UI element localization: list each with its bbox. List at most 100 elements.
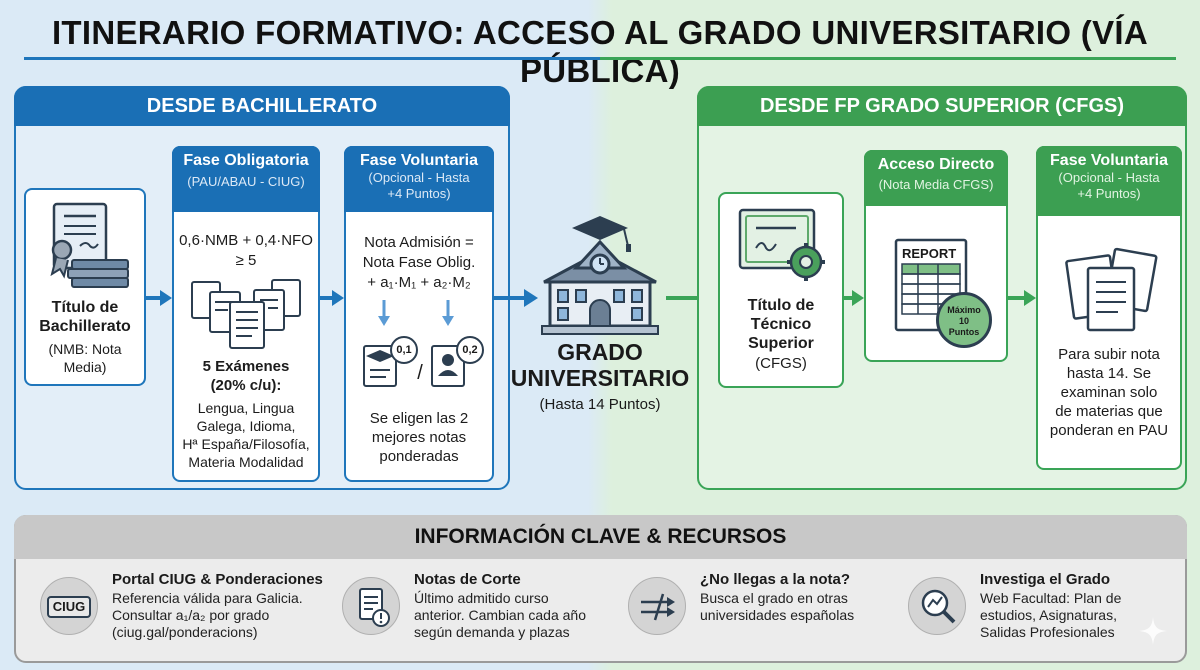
grado-subtitle: (Hasta 14 Puntos) bbox=[539, 396, 661, 413]
resource-line: Busca el grado en otras bbox=[700, 590, 848, 606]
fase-obligatoria-heading: Fase Obligatoria bbox=[183, 152, 309, 169]
resource-investiga: Investiga el Grado Web Facultad: Plan de… bbox=[908, 571, 1168, 655]
down-arrow-icon bbox=[442, 300, 454, 326]
bachillerato-header: DESDE BACHILLERATO bbox=[14, 86, 510, 126]
cfgs-voluntaria-note-line: ponderan en PAU bbox=[1049, 422, 1169, 439]
acceso-directo-sub: (Nota Media CFGS) bbox=[878, 177, 994, 192]
fase-voluntaria-cfgs-sub1: (Opcional - Hasta bbox=[1058, 170, 1160, 185]
titulo-bachillerato-line2: Bachillerato bbox=[39, 318, 131, 335]
nmb-note-line1: (NMB: Nota bbox=[48, 341, 122, 357]
arrow-right-icon bbox=[146, 290, 172, 306]
stacked-documents-icon bbox=[1065, 247, 1158, 332]
diploma-books-icon bbox=[50, 202, 129, 288]
cfgs-voluntaria-note-line: examinan solo bbox=[1060, 384, 1158, 401]
resource-notas-corte: Notas de Corte Último admitido curso ant… bbox=[342, 571, 622, 655]
cfgs-voluntaria-note-line: hasta 14. Se bbox=[1066, 365, 1152, 382]
arrow-right-icon bbox=[320, 290, 344, 306]
document-alert-svg bbox=[359, 588, 390, 627]
fase-voluntaria-bach-sub2: +4 Puntos) bbox=[387, 186, 451, 201]
grado-title-line1: GRADO bbox=[557, 339, 643, 365]
resource-line: Web Facultad: Plan de bbox=[980, 590, 1122, 606]
acceso-directo-head: Acceso Directo (Nota Media CFGS) bbox=[864, 150, 1008, 206]
titulo-bachillerato-line1: Título de bbox=[51, 299, 119, 316]
fase-obligatoria-box: Fase Obligatoria (PAU/ABAU - CIUG) 0,6·N… bbox=[172, 146, 320, 482]
resource-line: Referencia válida para Galicia. bbox=[112, 590, 303, 606]
fase-voluntaria-cfgs-heading: Fase Voluntaria bbox=[1050, 152, 1168, 169]
obligatoria-formula-line2: ≥ 5 bbox=[235, 252, 257, 269]
mejores-notas-line: Se eligen las 2 bbox=[369, 410, 469, 427]
magnifier-chart-icon bbox=[908, 577, 966, 635]
resource-line: Consultar a₁/a₂ por grado bbox=[112, 607, 270, 623]
exams-title-line1: 5 Exámenes bbox=[202, 358, 290, 375]
exams-title-line2: (20% c/u): bbox=[210, 377, 282, 394]
cfgs-note: (CFGS) bbox=[755, 355, 807, 372]
ciug-logo-icon: CIUG bbox=[40, 577, 98, 635]
fase-voluntaria-cfgs-box: Fase Voluntaria (Opcional - Hasta +4 Pun… bbox=[1036, 146, 1182, 470]
sparkle-icon bbox=[1139, 617, 1167, 645]
fase-obligatoria-sub: (PAU/ABAU - CIUG) bbox=[187, 174, 305, 189]
resource-line: universidades españolas bbox=[700, 607, 855, 623]
titulo-tecnico-line: Técnico bbox=[750, 316, 812, 333]
page-title: ITINERARIO FORMATIVO: ACCESO AL GRADO UN… bbox=[51, 14, 1149, 89]
student-document-icon bbox=[431, 345, 465, 387]
resource-line: Último admitido curso bbox=[414, 590, 549, 606]
redirect-arrows-icon bbox=[628, 577, 686, 635]
arrow-right-icon bbox=[494, 289, 538, 307]
fase-voluntaria-bach-heading: Fase Voluntaria bbox=[360, 152, 478, 169]
seal-line1: Máximo bbox=[947, 305, 981, 315]
report-label: REPORT bbox=[902, 246, 957, 261]
resource-desc: Web Facultad: Plan de estudios, Asignatu… bbox=[980, 590, 1121, 641]
redirect-arrows-svg bbox=[641, 593, 675, 621]
exam-subject: Materia Modalidad bbox=[188, 454, 304, 470]
slash-separator: / bbox=[417, 362, 423, 384]
magnifier-chart-svg bbox=[921, 589, 956, 624]
fase-voluntaria-bach-sub1: (Opcional - Hasta bbox=[368, 170, 470, 185]
down-arrow-icon bbox=[378, 300, 390, 326]
arrow-right-icon bbox=[844, 290, 864, 306]
resource-line: estudios, Asignaturas, bbox=[980, 607, 1117, 623]
obligatoria-formula-line1: 0,6·NMB + 0,4·NFO bbox=[179, 232, 313, 249]
document-alert-icon bbox=[342, 577, 400, 635]
resource-line: Salidas Profesionales bbox=[980, 624, 1115, 640]
resource-desc: Último admitido curso anterior. Cambian … bbox=[414, 590, 586, 641]
exam-papers-icon bbox=[191, 279, 301, 349]
resource-line: (ciug.gal/ponderacions) bbox=[112, 624, 258, 640]
admision-formula-line2: Nota Fase Oblig. bbox=[362, 254, 476, 271]
university-building-icon bbox=[541, 216, 659, 335]
fase-voluntaria-cfgs-sub2: +4 Puntos) bbox=[1077, 186, 1141, 201]
seal-line3: Puntos bbox=[948, 327, 980, 337]
resource-title: Portal CIUG & Ponderaciones bbox=[112, 571, 323, 588]
arrow-right-icon bbox=[1008, 290, 1036, 306]
info-panel: INFORMACIÓN CLAVE & RECURSOS CIUG Portal… bbox=[14, 515, 1187, 663]
weight-badge: 0,1 bbox=[390, 336, 418, 364]
cfgs-header: DESDE FP GRADO SUPERIOR (CFGS) bbox=[697, 86, 1187, 126]
seal-line2: 10 bbox=[958, 316, 969, 326]
cfgs-voluntaria-note-line: de materias que bbox=[1055, 403, 1163, 420]
resource-title: ¿No llegas a la nota? bbox=[700, 571, 851, 588]
info-header: INFORMACIÓN CLAVE & RECURSOS bbox=[14, 515, 1187, 559]
resource-desc: Busca el grado en otras universidades es… bbox=[700, 590, 854, 624]
fase-voluntaria-bach-head: Fase Voluntaria (Opcional - Hasta +4 Pun… bbox=[344, 146, 494, 212]
admision-formula-line1: Nota Admisión = bbox=[364, 234, 474, 251]
admision-formula-line3: + a₁·M₁ + a₂·M₂ bbox=[367, 274, 471, 291]
exam-subject: Galega, Idioma, bbox=[196, 418, 296, 434]
resource-no-llegas: ¿No llegas a la nota? Busca el grado en … bbox=[628, 571, 898, 655]
fase-obligatoria-head: Fase Obligatoria (PAU/ABAU - CIUG) bbox=[172, 146, 320, 212]
resource-line: anterior. Cambian cada año bbox=[414, 607, 586, 623]
acceso-directo-heading: Acceso Directo bbox=[877, 156, 995, 173]
acceso-directo-box: Acceso Directo (Nota Media CFGS) REPORT … bbox=[864, 150, 1008, 362]
titulo-tecnico-box: Título de Técnico Superior (CFGS) bbox=[718, 192, 844, 388]
fase-voluntaria-bach-box: Fase Voluntaria (Opcional - Hasta +4 Pun… bbox=[344, 146, 494, 482]
titulo-tecnico-line: Título de bbox=[747, 297, 815, 314]
exam-subject: Lengua, Lingua bbox=[197, 400, 295, 416]
mejores-notas-line: mejores notas bbox=[371, 429, 467, 446]
title-underline bbox=[24, 57, 1176, 60]
titulo-tecnico-line: Superior bbox=[748, 335, 814, 352]
cfgs-voluntaria-note-line: Para subir nota bbox=[1058, 346, 1160, 363]
mejores-notas-line: ponderadas bbox=[379, 448, 459, 465]
fase-voluntaria-cfgs-head: Fase Voluntaria (Opcional - Hasta +4 Pun… bbox=[1036, 146, 1182, 216]
resource-desc: Referencia válida para Galicia. Consulta… bbox=[112, 590, 303, 641]
resource-title: Notas de Corte bbox=[414, 571, 521, 588]
nmb-note-line2: Media) bbox=[63, 359, 107, 375]
resource-line: según demanda y plazas bbox=[414, 624, 570, 640]
